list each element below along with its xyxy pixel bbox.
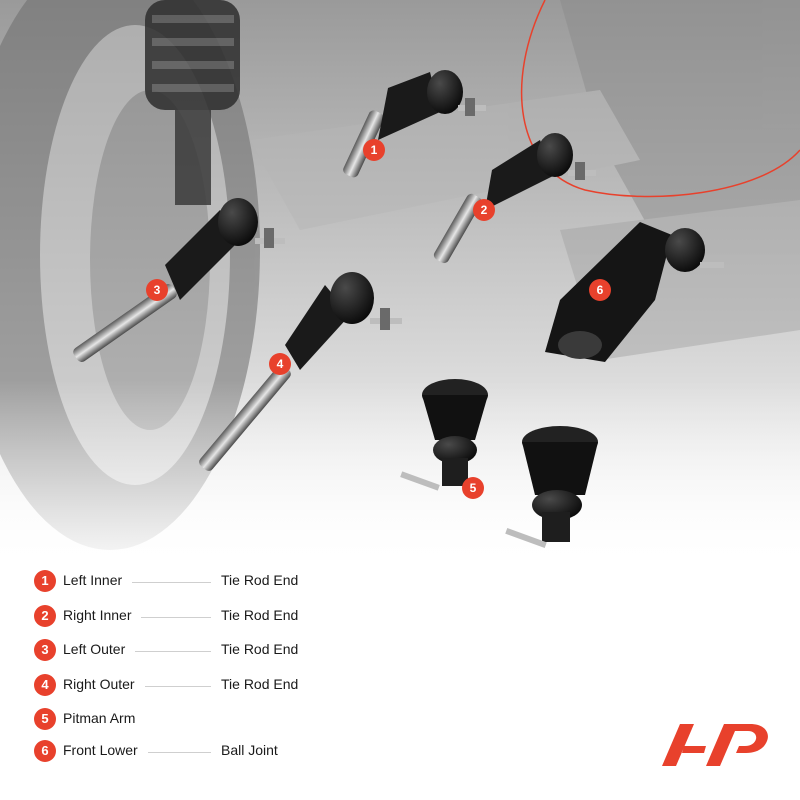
callout-number: 5	[470, 481, 477, 495]
legend-part-type: Ball Joint	[221, 742, 278, 758]
ball-joint-a	[400, 379, 488, 491]
tie-rod-end-3	[73, 198, 285, 363]
accent-curve	[520, 0, 800, 198]
callout-number: 6	[597, 283, 604, 297]
tie-rod-end-1	[343, 70, 486, 178]
legend-number-badge: 1	[34, 570, 56, 592]
callout-circle	[473, 199, 495, 221]
frame-shape	[250, 0, 800, 360]
callout-number: 1	[371, 143, 378, 157]
legend-part-label: Pitman Arm	[63, 710, 136, 726]
callout-circle	[363, 139, 385, 161]
legend-row-2: 2 Right Inner Tie Rod End	[34, 605, 334, 629]
tie-rod-end-2	[433, 133, 596, 264]
legend-row-3: 3 Left Outer Tie Rod End	[34, 639, 334, 663]
callout-circle	[269, 353, 291, 375]
tie-rod-end-4	[199, 272, 402, 471]
callout-circle	[462, 477, 484, 499]
callout-number: 2	[481, 203, 488, 217]
legend-row-6: 6 Front Lower Ball Joint	[34, 740, 334, 764]
callout-number: 4	[277, 357, 284, 371]
legend-part-label: Left Outer	[63, 641, 126, 657]
legend-part-label: Left Inner	[63, 572, 123, 588]
legend-row-4: 4 Right Outer Tie Rod End	[34, 674, 334, 698]
legend-leader-line	[145, 686, 211, 687]
callout-circle	[589, 279, 611, 301]
legend-part-label: Right Inner	[63, 607, 132, 623]
callout-badge-6: 6	[589, 279, 611, 301]
legend-leader-line	[141, 617, 211, 618]
legend-number-badge: 6	[34, 740, 56, 762]
callout-circle	[146, 279, 168, 301]
legend-number-badge: 4	[34, 674, 56, 696]
legend-part-type: Tie Rod End	[221, 607, 299, 623]
ap-logo-icon	[662, 724, 768, 766]
legend-leader-line	[148, 752, 211, 753]
legend-leader-line	[135, 651, 211, 652]
callout-badge-2: 2	[473, 199, 495, 221]
callout-badge-5: 5	[462, 477, 484, 499]
legend-number-badge: 3	[34, 639, 56, 661]
coil-spring-shape	[145, 0, 240, 205]
legend-part-type: Tie Rod End	[221, 641, 299, 657]
callout-number: 3	[154, 283, 161, 297]
legend-part-type: Tie Rod End	[221, 572, 299, 588]
legend-row-1: 1 Left Inner Tie Rod End	[34, 570, 334, 594]
legend-leader-line	[132, 582, 211, 583]
legend-number-badge: 5	[34, 708, 56, 730]
legend-part-label: Front Lower	[63, 742, 138, 758]
callout-badge-3: 3	[146, 279, 168, 301]
ball-joint-b	[505, 426, 598, 549]
legend-number-badge: 2	[34, 605, 56, 627]
callout-badge-1: 1	[363, 139, 385, 161]
legend-part-type: Tie Rod End	[221, 676, 299, 692]
callout-badge-4: 4	[269, 353, 291, 375]
legend-row-5: 5 Pitman Arm	[34, 708, 334, 732]
legend-part-label: Right Outer	[63, 676, 135, 692]
